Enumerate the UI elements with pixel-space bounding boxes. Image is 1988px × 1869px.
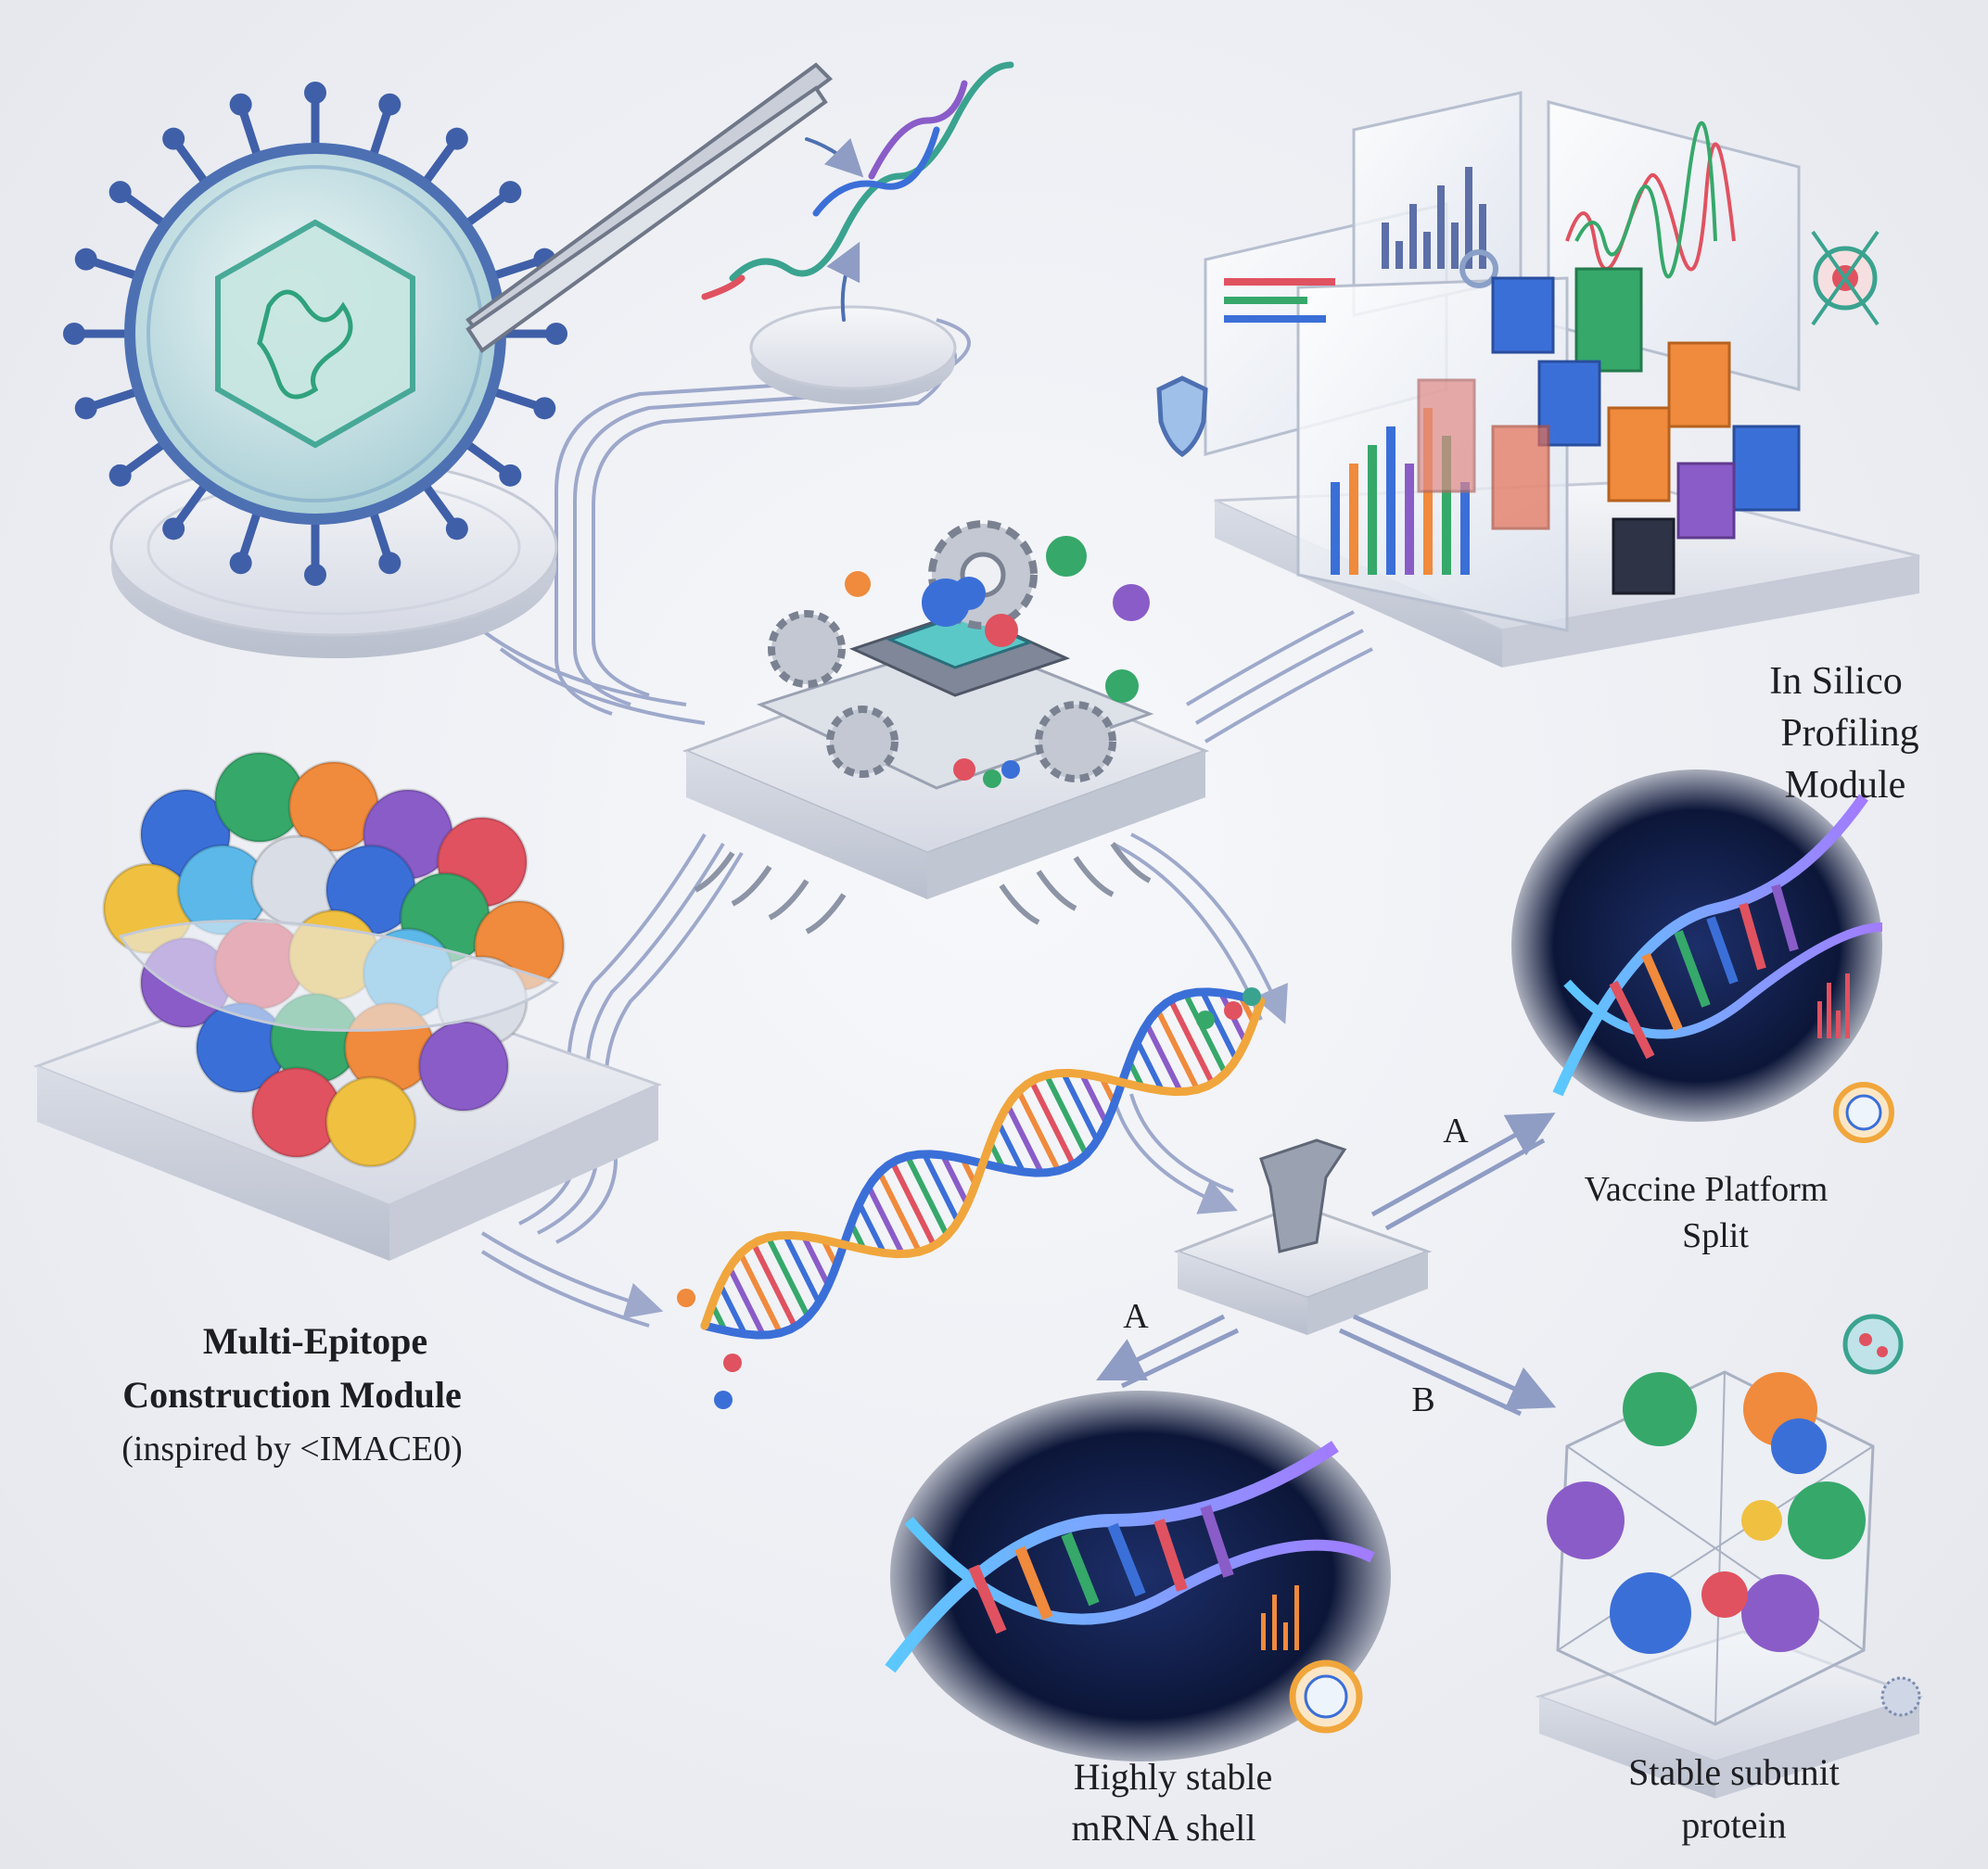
virus-spike-tip: [229, 93, 252, 116]
virus-spike-tip: [378, 93, 401, 116]
protein-blob: [417, 1020, 510, 1112]
dna-base-pair: [889, 1159, 937, 1249]
branch-label-lower-a: A: [1123, 1297, 1149, 1336]
target-icon: [1811, 230, 1880, 326]
virus-spike-tip: [162, 517, 185, 540]
nucleotide-bead: [1224, 1001, 1242, 1020]
epitope-title-line1: Multi-Epitope: [203, 1320, 427, 1362]
rna-strand-icon: [701, 61, 1014, 322]
nucleotide-bead: [1196, 1011, 1215, 1029]
dna-base-pair: [765, 1234, 811, 1320]
nucleotide-bead: [723, 1354, 742, 1372]
virus-spike-tip: [74, 397, 97, 420]
virus-spike-tip: [229, 552, 252, 575]
mrna-shell-visual: [885, 1391, 1391, 1761]
virus-spike-tip: [108, 181, 132, 204]
mrna-title-line2: mRNA shell: [1072, 1807, 1256, 1849]
dna-base-pair: [717, 1282, 748, 1337]
nucleotide-bead: [1242, 987, 1261, 1006]
protein-fragments: [845, 536, 1150, 788]
split-title-line1: Vaccine Platform: [1585, 1170, 1829, 1209]
dna-base-pair: [800, 1233, 832, 1289]
branch-label-lower-b: B: [1411, 1380, 1434, 1419]
dna-base-pair: [1143, 1021, 1184, 1095]
virus-spike-tip: [162, 127, 185, 150]
dna-base-pair: [726, 1265, 767, 1339]
profiling-title-line2: Profiling: [1780, 712, 1918, 755]
tweezers-icon: [465, 62, 834, 353]
dna-helix-icon: [677, 987, 1266, 1409]
dna-base-pair: [1060, 1070, 1101, 1144]
dna-base-pair: [737, 1251, 784, 1336]
virus-spike-tip: [108, 464, 132, 487]
dna-base-pair: [1167, 997, 1216, 1087]
nucleotide-bead: [714, 1391, 733, 1409]
branch-label-upper-a: A: [1443, 1112, 1469, 1151]
virus-spike-tip: [445, 127, 468, 150]
dna-base-pair: [1199, 988, 1240, 1062]
branch-arrows: [1096, 1112, 1557, 1417]
vaccine-platform-visual: [1511, 769, 1894, 1143]
protein-title-line1: Stable subunit: [1628, 1751, 1840, 1793]
shield-icon: [1156, 375, 1208, 458]
dna-base-pair: [904, 1153, 950, 1239]
dna-base-pair: [782, 1232, 822, 1306]
virus-spike-tip: [304, 82, 326, 104]
virus-spike-tip: [499, 181, 522, 204]
processor-chip-icon: [682, 610, 1210, 934]
virus-spike-tip: [445, 517, 468, 540]
dna-base-pair: [876, 1169, 923, 1255]
dna-base-pair: [865, 1183, 906, 1257]
dna-base-pair: [1182, 991, 1229, 1076]
data-blocks: [1417, 267, 1801, 595]
protein-blob: [325, 1075, 417, 1168]
mrna-title-line1: Highly stable: [1074, 1756, 1272, 1798]
dna-base-pair: [939, 1152, 971, 1207]
nucleotide-bead: [677, 1289, 695, 1307]
epitope-title-line2: Construction Module: [122, 1374, 462, 1416]
protein-cage-icon: [1535, 1314, 1924, 1799]
dna-backbone: [700, 997, 1266, 1330]
dna-base-pair: [1154, 1007, 1201, 1093]
dna-base-pair: [856, 1201, 887, 1256]
protein-cluster-icon: [102, 751, 566, 1168]
dna-base-pair: [1134, 1038, 1166, 1094]
dna-base-pair: [1028, 1078, 1077, 1168]
rna-platform: [749, 305, 957, 404]
switch-icon: [1173, 1138, 1433, 1335]
membrane-sheet: [118, 919, 560, 1032]
dna-base-pair: [1043, 1072, 1090, 1158]
virus-spike-tip: [378, 552, 401, 575]
virus-icon: [63, 82, 567, 586]
dna-base-pair: [1078, 1071, 1110, 1126]
dna-base-pair: [995, 1120, 1026, 1175]
split-title-line2: Split: [1682, 1216, 1749, 1255]
dna-base-pair: [1004, 1102, 1045, 1176]
dna-base-pair: [750, 1240, 798, 1330]
epitope-subtitle: (inspired by <IMACE0): [121, 1430, 463, 1468]
virus-spike-tip: [63, 323, 85, 345]
virus-spike-tip: [545, 323, 567, 345]
profiling-title-line3: Module: [1785, 764, 1906, 807]
virus-spike-tip: [499, 464, 522, 487]
dna-base-pair: [1015, 1088, 1062, 1174]
virus-spike-tip: [533, 397, 556, 420]
virus-spike-tip: [74, 248, 97, 271]
profiling-title-line1: In Silico: [1769, 660, 1903, 703]
dna-base-pair: [921, 1151, 962, 1225]
protein-title-line2: protein: [1681, 1804, 1786, 1846]
virus-spike-tip: [304, 564, 326, 586]
